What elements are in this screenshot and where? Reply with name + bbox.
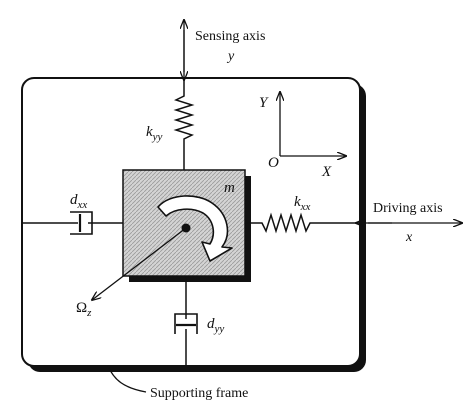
- supporting-frame-label: Supporting frame: [150, 386, 248, 401]
- driving-axis-symbol: x: [405, 230, 413, 245]
- damper-dxx-cup: [70, 211, 93, 235]
- rotation-arrow-icon: [157, 195, 233, 262]
- spring-kyy-label: kyy: [146, 124, 163, 143]
- damper-dyy-cup: [174, 313, 198, 334]
- mass-label: m: [224, 180, 235, 196]
- frame-x-label: X: [321, 164, 332, 180]
- spring-kxx: [245, 212, 362, 234]
- driving-axis-label: Driving axis: [373, 201, 443, 216]
- omega-z-label: Ωz: [76, 300, 92, 319]
- supporting-frame-leader: [107, 365, 147, 393]
- damper-dxx-label: dxx: [70, 192, 87, 211]
- frame-y-label: Y: [259, 95, 269, 111]
- sensing-axis-symbol: y: [226, 49, 235, 64]
- spring-kxx-label: kxx: [294, 194, 311, 213]
- damper-dyy-label: dyy: [207, 316, 224, 335]
- omega-z-arrow: [92, 227, 187, 300]
- sensing-axis-label: Sensing axis: [195, 29, 265, 44]
- frame-origin-label: O: [268, 155, 279, 171]
- spring-kyy: [173, 80, 195, 170]
